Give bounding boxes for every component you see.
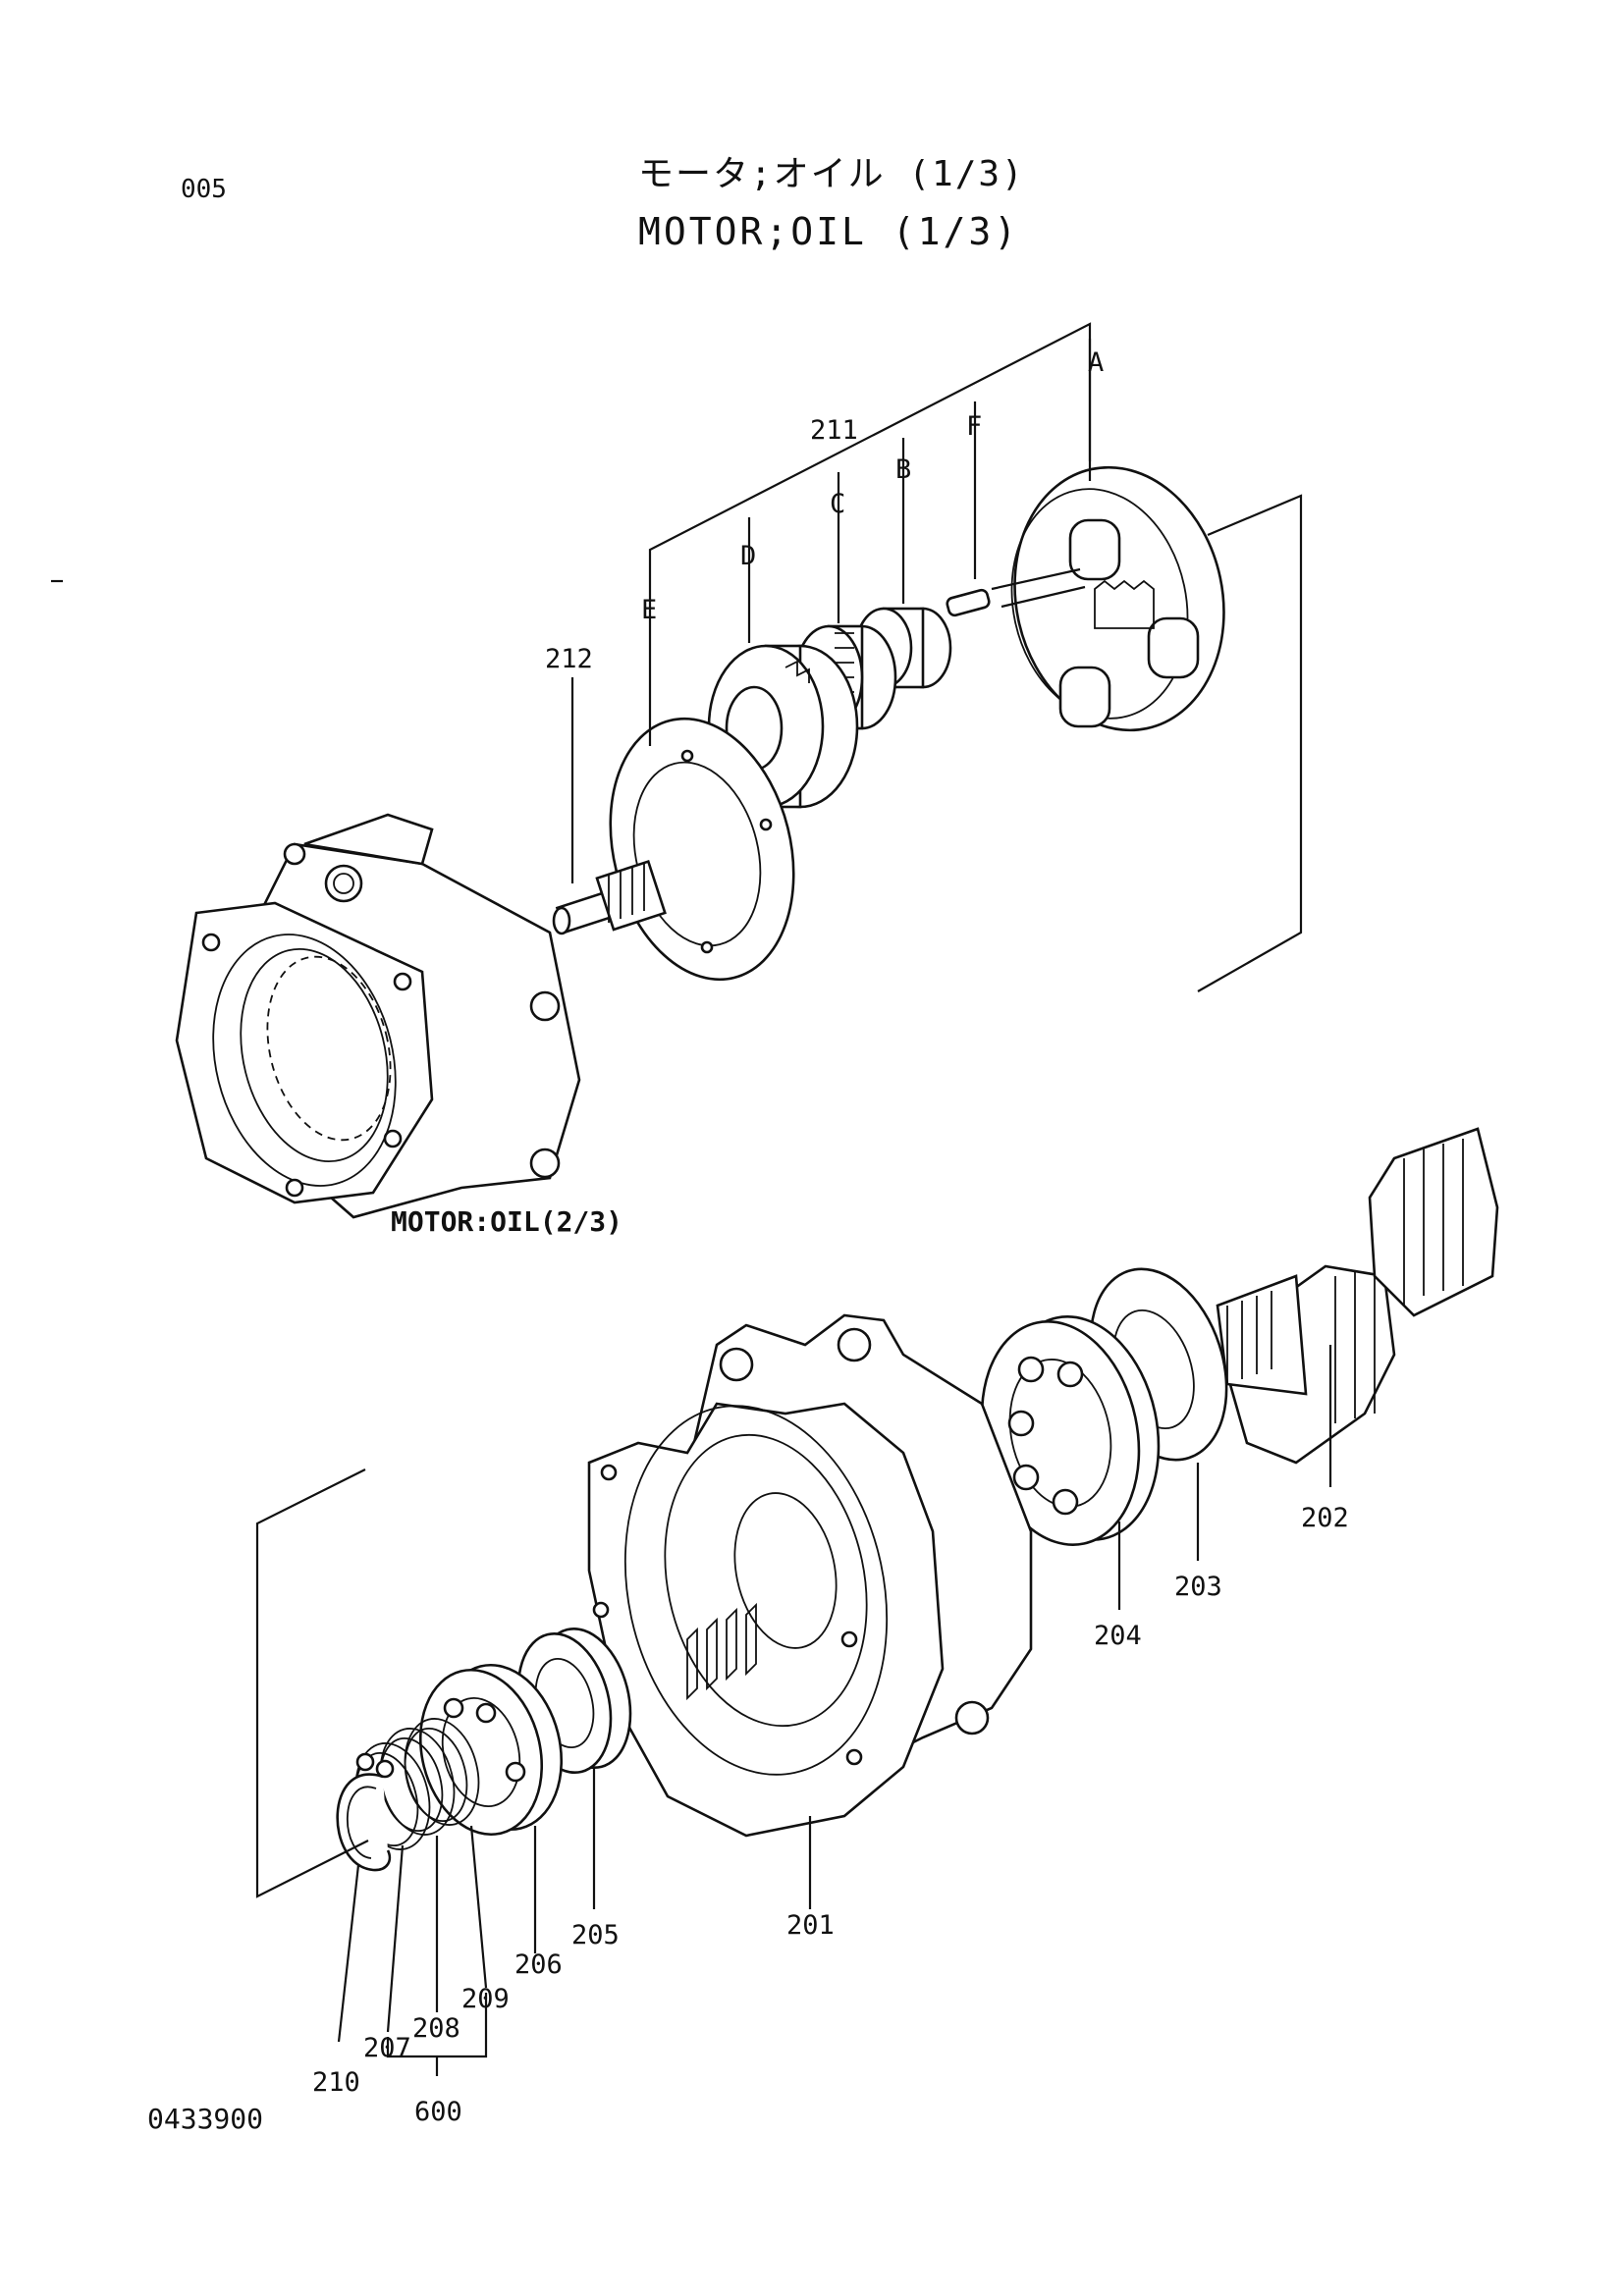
reference-label: MOTOR:OIL(2/3) [391,1205,623,1238]
break-line-upper [1197,494,1303,992]
label-c: C [830,489,845,519]
label-b: B [895,454,911,485]
group-600-bracket [386,1993,488,2076]
group-211-bracket [648,322,1092,567]
label-210: 210 [312,2067,360,2098]
label-205: 205 [571,1920,620,1950]
break-line-lower [255,1468,369,1898]
label-208: 208 [412,2013,460,2044]
label-a: A [1088,347,1104,378]
label-d: D [740,541,756,571]
label-211: 211 [810,415,858,446]
sun-gear-shaft-212 [552,677,667,935]
label-204: 204 [1094,1621,1142,1651]
title-japanese: モータ;オイル (1/3) [638,154,1025,194]
ball-bearing-206 [418,1663,564,1953]
label-f: F [966,411,982,442]
motor-housing-upper [175,813,581,1219]
output-shaft-202 [1216,1127,1499,1487]
pin-part-f [946,412,991,617]
gear-housing-201 [587,1313,1033,1909]
roller-bearing-204 [980,1315,1161,1610]
planetary-carrier-part-a [991,339,1225,732]
label-206: 206 [514,1949,563,1980]
label-203: 203 [1174,1572,1222,1602]
drawing-number: 0433900 [147,2103,264,2135]
label-209: 209 [461,1984,510,2014]
page-code: 005 [181,175,227,204]
label-202: 202 [1301,1503,1349,1533]
label-207: 207 [363,2033,411,2063]
planetary-gear-part-d [707,538,859,809]
label-600: 600 [414,2097,462,2127]
title-english: MOTOR;OIL (1/3) [638,210,1020,253]
snap-ring-210 [336,1752,395,2043]
label-e: E [641,595,657,625]
label-201: 201 [786,1910,835,1941]
label-212: 212 [545,644,593,674]
